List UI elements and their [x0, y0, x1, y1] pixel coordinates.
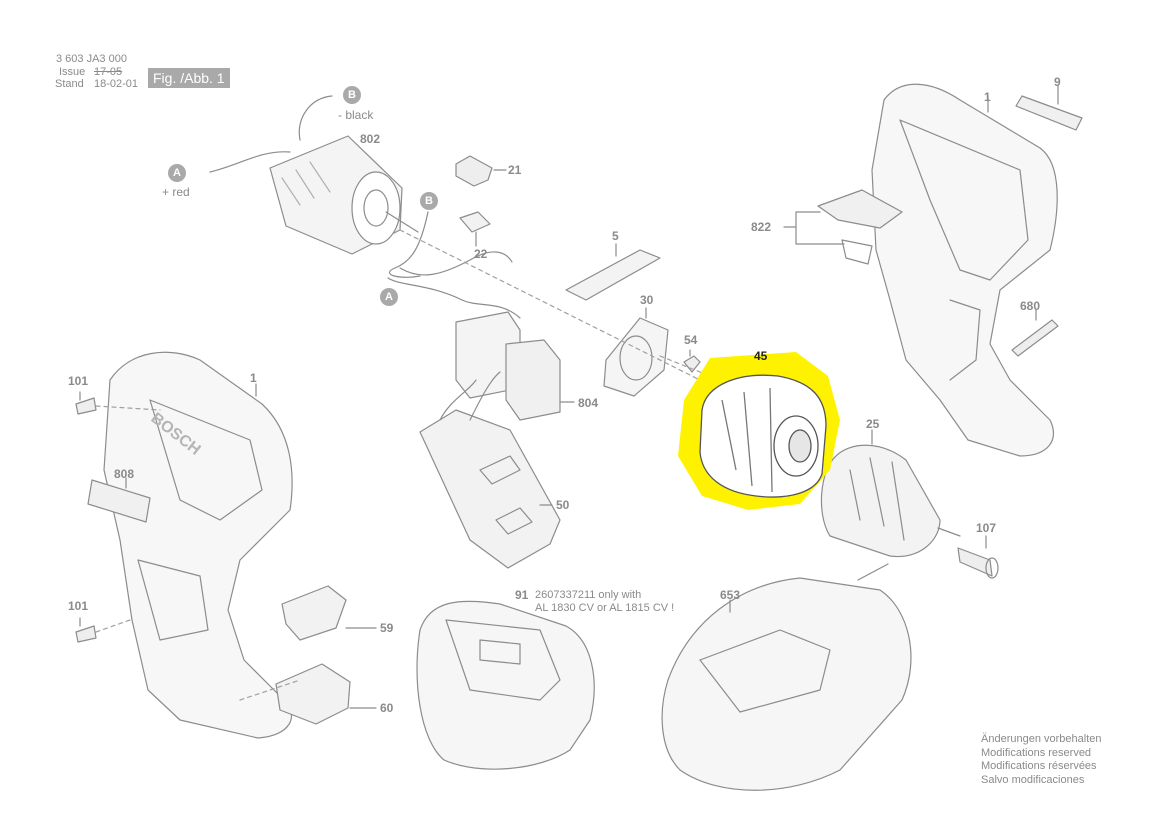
note-fr: Modifications réservées: [981, 760, 1097, 772]
parts-60: [275, 663, 377, 725]
modification-notes: Änderungen vorbehalten Modifications res…: [981, 733, 1101, 787]
screw-107: [957, 535, 999, 579]
issue-value: 17-05: [94, 66, 123, 78]
screw-54: [683, 349, 701, 373]
switch-part-22: [459, 211, 491, 247]
part-808: 808: [114, 467, 135, 481]
chuck-25: [820, 429, 961, 558]
wire-b2-badge: B: [420, 192, 438, 210]
pcb-50: [419, 371, 561, 569]
bit-680: [1011, 309, 1059, 357]
part-60: 60: [380, 701, 394, 715]
wire-b-badge: B: [343, 86, 361, 104]
label-808: [87, 477, 151, 523]
stand-label: Stand: [55, 78, 84, 90]
motor-802: [209, 95, 419, 255]
battery-91: [416, 600, 595, 770]
part-1-right: 1: [984, 90, 991, 104]
parts-59: [281, 585, 377, 641]
part-54: 54: [684, 333, 698, 347]
charger-653: [661, 563, 912, 791]
part-91: 91: [515, 588, 529, 602]
switch-804: [455, 311, 575, 421]
screws-101: [75, 391, 97, 643]
slider-5: [565, 243, 661, 301]
part-50: 50: [556, 498, 570, 512]
wire-a2-badge: A: [380, 288, 398, 306]
wire-b-text: - black: [338, 108, 374, 122]
part-91-note-2: AL 1830 CV or AL 1815 CV !: [535, 602, 675, 614]
note-es: Salvo modificaciones: [981, 773, 1085, 786]
switch-cap-21: [455, 155, 507, 187]
part-107: 107: [976, 521, 997, 535]
ring-30: [603, 307, 669, 397]
motor-wires: [387, 211, 521, 319]
part-45: 45: [754, 349, 768, 363]
part-22: 22: [474, 247, 488, 261]
part-30: 30: [640, 293, 654, 307]
part-25: 25: [866, 417, 880, 431]
part-101-bottom: 101: [68, 599, 89, 613]
part-101-top: 101: [68, 374, 89, 388]
part-5: 5: [612, 229, 619, 243]
gearbox-45-highlight: [678, 352, 840, 510]
wire-a-text: + red: [162, 185, 190, 199]
stand-value: 18-02-01: [94, 78, 139, 90]
part-802: 802: [360, 132, 381, 146]
part-91-note-1: 2607337211 only with: [535, 589, 642, 601]
parts-822: [783, 189, 903, 265]
part-21: 21: [508, 163, 522, 177]
part-653: 653: [720, 588, 741, 602]
part-9: 9: [1054, 75, 1061, 89]
issue-label: Issue: [59, 66, 86, 78]
housing-right-1: [871, 83, 1058, 457]
part-822: 822: [751, 220, 772, 234]
note-de: Änderungen vorbehalten: [981, 733, 1102, 745]
wire-a-badge: A: [168, 164, 186, 182]
part-680: 680: [1020, 299, 1041, 313]
figure-label: Fig. /Abb. 1: [148, 68, 230, 88]
label-plate-9: [1015, 85, 1083, 131]
part-804: 804: [578, 396, 599, 410]
part-1-left: 1: [250, 371, 257, 385]
housing-left-1: [103, 351, 293, 739]
doc-number: 3 603 JA3 000: [56, 53, 127, 65]
note-en: Modifications reserved: [981, 746, 1092, 759]
part-59: 59: [380, 621, 394, 635]
